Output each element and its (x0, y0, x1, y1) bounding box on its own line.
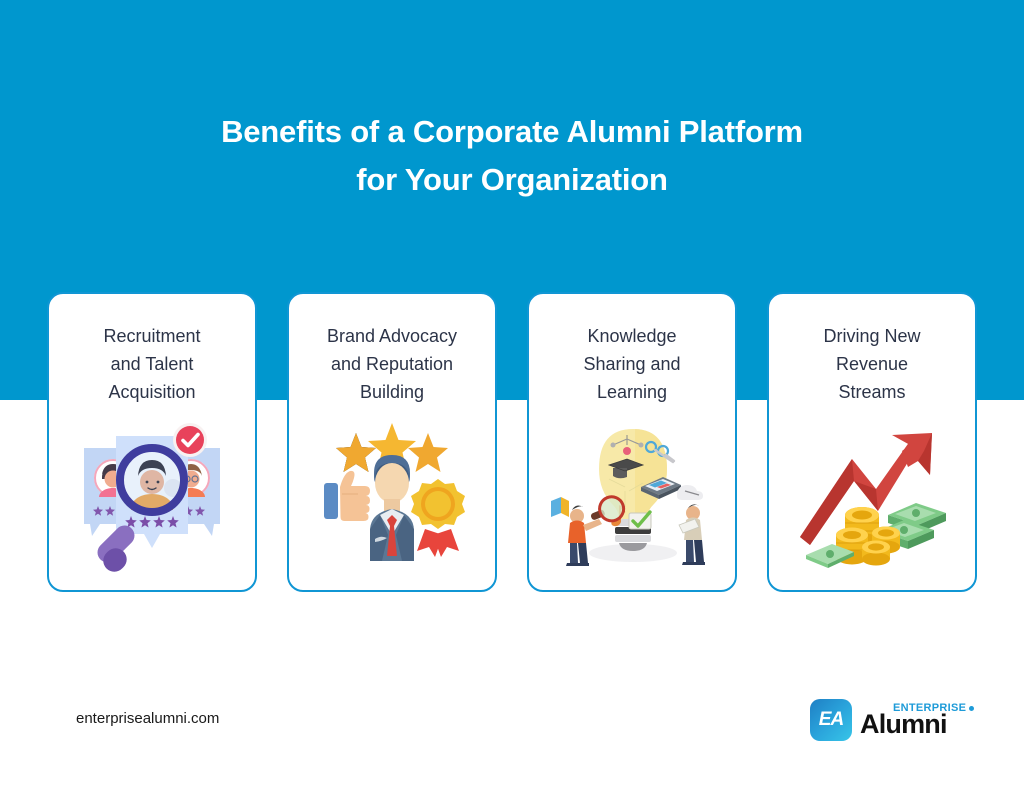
benefit-card-knowledge-sharing[interactable]: Knowledge Sharing and Learning (527, 292, 737, 592)
benefit-card-title-line: Recruitment (103, 326, 201, 346)
check-badge-icon (173, 423, 207, 457)
star-rating-icon (336, 423, 448, 472)
thumbs-up-icon (324, 470, 370, 521)
growth-arrow-icon (800, 432, 932, 545)
benefit-card-title-line: and Talent (110, 354, 194, 374)
logo-monogram: EA (818, 709, 844, 730)
benefit-card-recruitment[interactable]: Recruitment and Talent Acquisition (47, 292, 257, 592)
benefit-card-title: Driving New Revenue Streams (782, 322, 962, 406)
award-rosette-icon (411, 479, 465, 557)
logo-enterprise-text: ENTERPRISE (893, 701, 967, 714)
benefit-card-title-line: Brand Advocacy (326, 326, 458, 346)
logo-dot-icon (969, 705, 975, 711)
benefit-card-illustration (529, 406, 735, 590)
businessman-icon (370, 455, 414, 561)
benefit-card-title-line: Learning (596, 382, 668, 402)
dollar-bill-icon (806, 543, 854, 568)
benefit-card-title-line: Driving New (823, 326, 921, 346)
benefit-card-title: Knowledge Sharing and Learning (542, 322, 722, 406)
revenue-growth-icon (800, 432, 946, 568)
benefit-card-title-line: Building (359, 382, 425, 402)
benefit-card-title-line: Knowledge (587, 326, 677, 346)
benefit-card-title-line: and Reputation (330, 354, 454, 374)
knowledge-sharing-icon (551, 429, 705, 566)
benefit-card-title: Recruitment and Talent Acquisition (62, 322, 242, 406)
enterprise-alumni-logo[interactable]: EA ENTERPRISE Alumni (810, 698, 975, 742)
benefit-card-title-line: Streams (838, 382, 906, 402)
benefit-card-revenue[interactable]: Driving New Revenue Streams (767, 292, 977, 592)
benefit-card-title-line: Acquisition (108, 382, 196, 402)
brand-advocacy-icon (324, 423, 465, 561)
logo-wordmark: ENTERPRISE Alumni (860, 701, 975, 739)
benefit-card-title: Brand Advocacy and Reputation Building (302, 322, 482, 406)
benefit-card-title-line: Revenue (835, 354, 909, 374)
logo-alumni-text: Alumni (860, 708, 948, 739)
website-url[interactable]: enterprisealumni.com (76, 710, 220, 727)
candidate-search-icon (84, 423, 220, 572)
benefit-card-illustration (769, 406, 975, 590)
person-with-magnifier-icon (551, 495, 626, 566)
learning-items-icon (607, 435, 681, 530)
benefit-card-illustration (49, 406, 255, 590)
magnifier-icon (97, 444, 188, 572)
benefit-card-title-line: Sharing and (583, 354, 681, 374)
logo-mark-icon: EA (810, 699, 852, 741)
person-reading-icon (677, 485, 705, 565)
benefit-card-illustration (289, 406, 495, 590)
logo-enterprise-row: ENTERPRISE (893, 701, 975, 714)
benefit-card-row: Recruitment and Talent Acquisition (47, 292, 977, 592)
benefit-card-brand-advocacy[interactable]: Brand Advocacy and Reputation Building (287, 292, 497, 592)
